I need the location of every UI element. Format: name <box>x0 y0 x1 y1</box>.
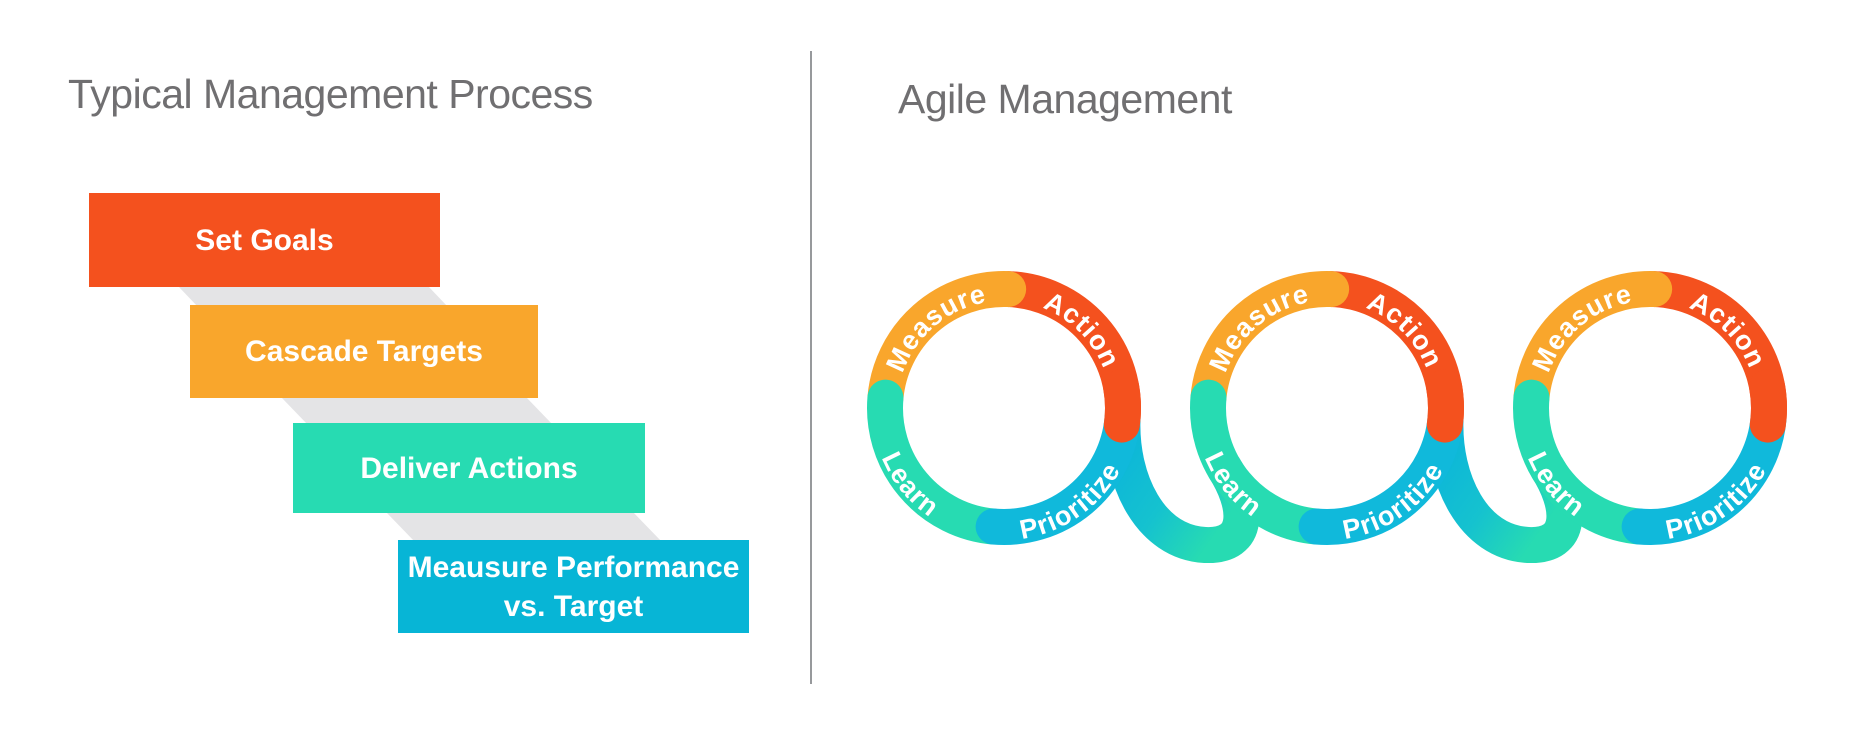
prioritize-arc <box>975 400 1141 545</box>
right-panel-title: Agile Management <box>898 76 1232 122</box>
step-label: Cascade Targets <box>245 335 483 368</box>
process-step-box-deliver-actions: Deliver Actions <box>293 423 645 513</box>
agile-loop: Measure Action Learn Prioritize <box>867 271 1141 545</box>
agile-loop-2 <box>1195 276 1459 545</box>
process-step-box-set-goals: Set Goals <box>89 193 440 287</box>
step-label: Deliver Actions <box>360 451 578 485</box>
left-panel-title: Typical Management Process <box>68 71 593 117</box>
cascade-shadow-3 <box>386 512 662 542</box>
process-step-box-cascade-targets: Cascade Targets <box>190 305 538 398</box>
step-label-line-2: vs. Target <box>503 589 644 623</box>
step-label: Set Goals <box>195 223 334 257</box>
prioritize-label: Prioritize <box>1017 457 1126 545</box>
agile-loop-3 <box>1518 276 1782 545</box>
measure-arc <box>867 271 1027 416</box>
step-label-line-1: Meausure Performance <box>407 550 740 584</box>
learn-arc <box>867 379 1012 545</box>
process-step-box-measure-performance: Meausure Performance vs. Target <box>398 540 749 633</box>
action-arc-endcap <box>1103 369 1141 443</box>
cascade-shadow-1 <box>178 286 448 307</box>
cascade-shadow-2 <box>281 397 553 425</box>
